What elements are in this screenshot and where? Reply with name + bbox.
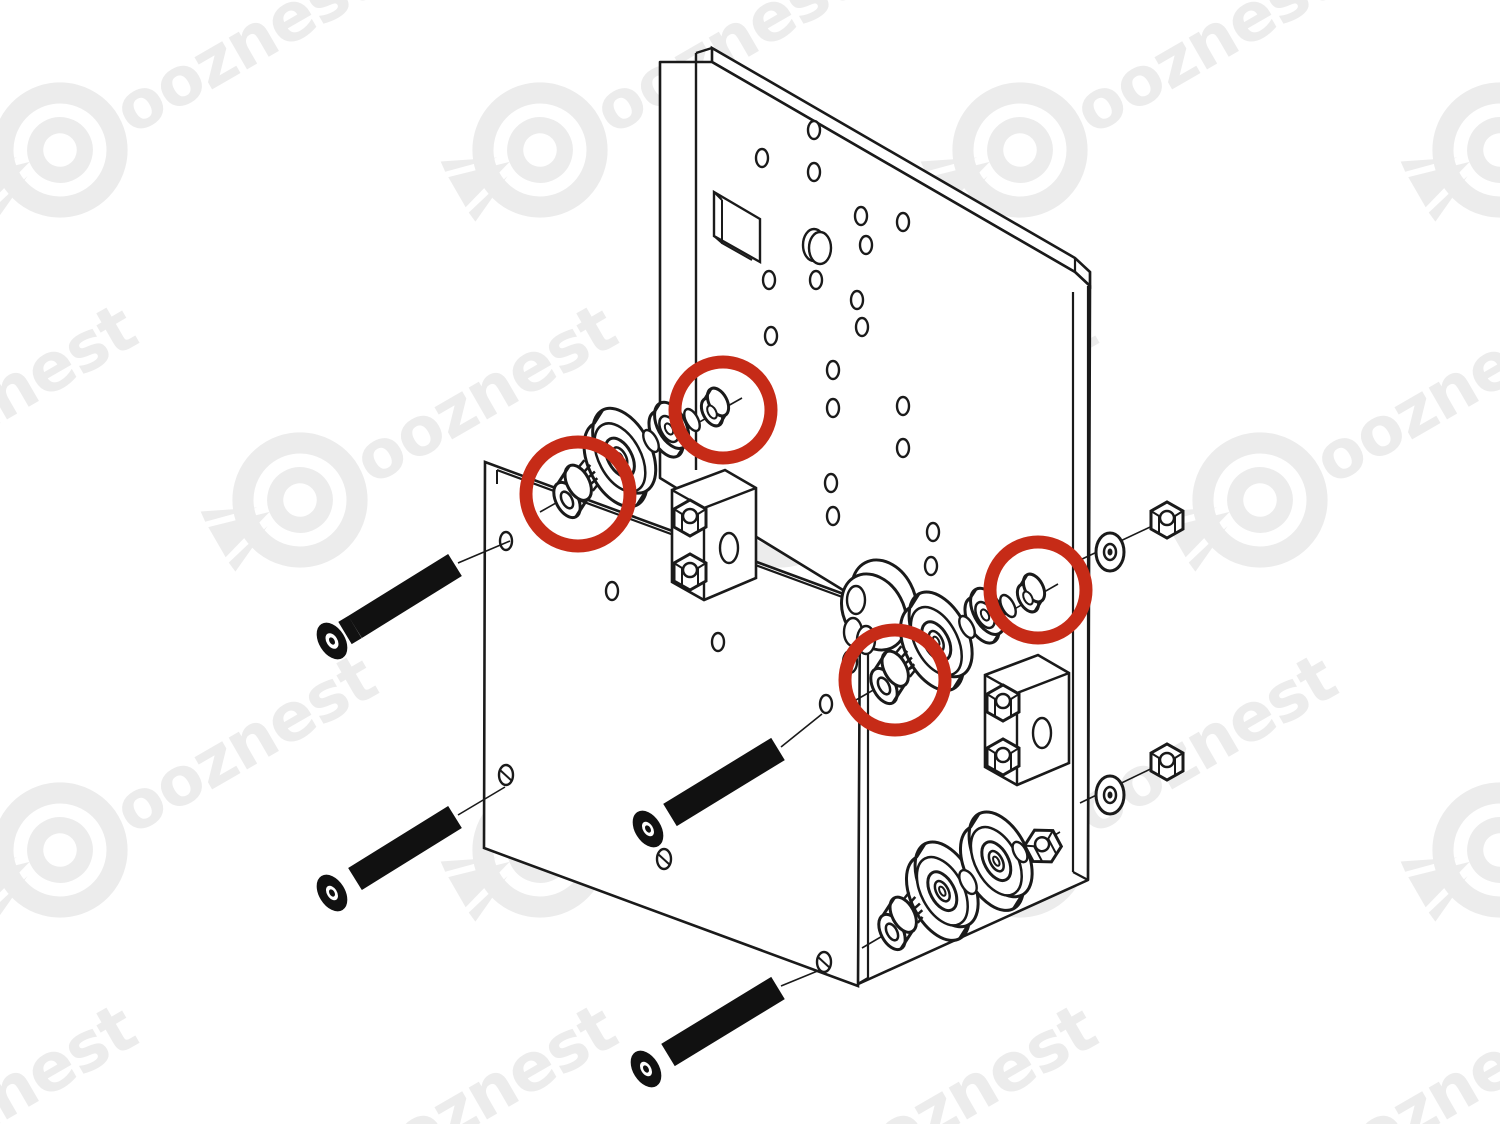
rect-cutout [712,189,762,265]
v-wheel-assembly-middle [855,569,1059,710]
eccentric-spacer-lower-left [838,623,952,737]
spacer-block-lower [983,653,1071,787]
socket-cap-bolt-3 [632,713,823,848]
socket-cap-bolt-1 [316,540,511,660]
callout-circle-group [519,355,1093,737]
v-wheel-assembly-upper [539,383,743,524]
eccentric-spacer-upper-right [668,355,778,465]
front-gantry-plate [482,460,862,988]
front-plate-hole-highlight [499,769,831,969]
socket-cap-bolt-4 [630,969,821,1088]
eccentric-spacer-lower-right [983,535,1093,645]
v-wheel-assembly-lower [861,800,1068,956]
washer-nut-pair-upper [1079,500,1185,573]
eccentric-spacer-upper-left [519,435,637,553]
spacer-block-upper [670,468,758,602]
washer-nut-pair-lower [1079,742,1185,816]
bolt-group [316,540,823,1088]
socket-cap-bolt-2 [316,786,506,912]
